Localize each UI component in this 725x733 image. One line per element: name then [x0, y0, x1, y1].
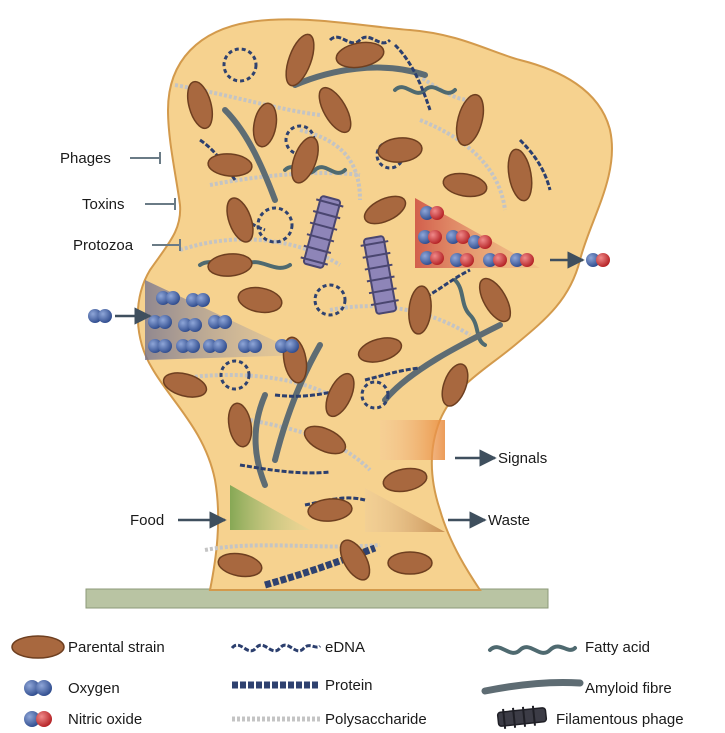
- legend: Parental strain Oxygen Nitric oxide eDNA…: [12, 636, 684, 729]
- legend-nitric-oxide-label: Nitric oxide: [68, 711, 142, 728]
- legend-amyloid-fibre-icon: [485, 682, 580, 691]
- legend-nitric-oxide-icon: [24, 711, 52, 727]
- legend-oxygen-icon: [24, 680, 52, 696]
- protozoa-label: Protozoa: [73, 237, 134, 254]
- external-oxygen-molecule: [88, 309, 112, 323]
- legend-amyloid-fibre-label: Amyloid fibre: [585, 680, 672, 697]
- toxins-label: Toxins: [82, 196, 125, 213]
- signals-label: Signals: [498, 450, 547, 467]
- legend-edna-label: eDNA: [325, 639, 365, 656]
- substrate-surface: [86, 589, 548, 608]
- legend-parental-strain-label: Parental strain: [68, 639, 165, 656]
- legend-oxygen-label: Oxygen: [68, 680, 120, 697]
- legend-fatty-acid-icon: [490, 646, 575, 652]
- signals-gradient-wedge: [380, 420, 445, 460]
- legend-fatty-acid-label: Fatty acid: [585, 639, 650, 656]
- external-nitric-oxide-molecule: [586, 253, 610, 267]
- legend-filamentous-phage-label: Filamentous phage: [556, 711, 684, 728]
- legend-parental-strain-icon: [12, 636, 64, 658]
- food-label: Food: [130, 512, 164, 529]
- legend-polysaccharide-label: Polysaccharide: [325, 711, 427, 728]
- phages-label: Phages: [60, 150, 111, 167]
- waste-label: Waste: [488, 512, 530, 529]
- legend-edna-icon: [232, 645, 320, 651]
- legend-protein-label: Protein: [325, 677, 373, 694]
- inhibitor-labels: Phages Toxins Protozoa: [60, 150, 180, 254]
- legend-filamentous-phage-icon: [497, 705, 547, 730]
